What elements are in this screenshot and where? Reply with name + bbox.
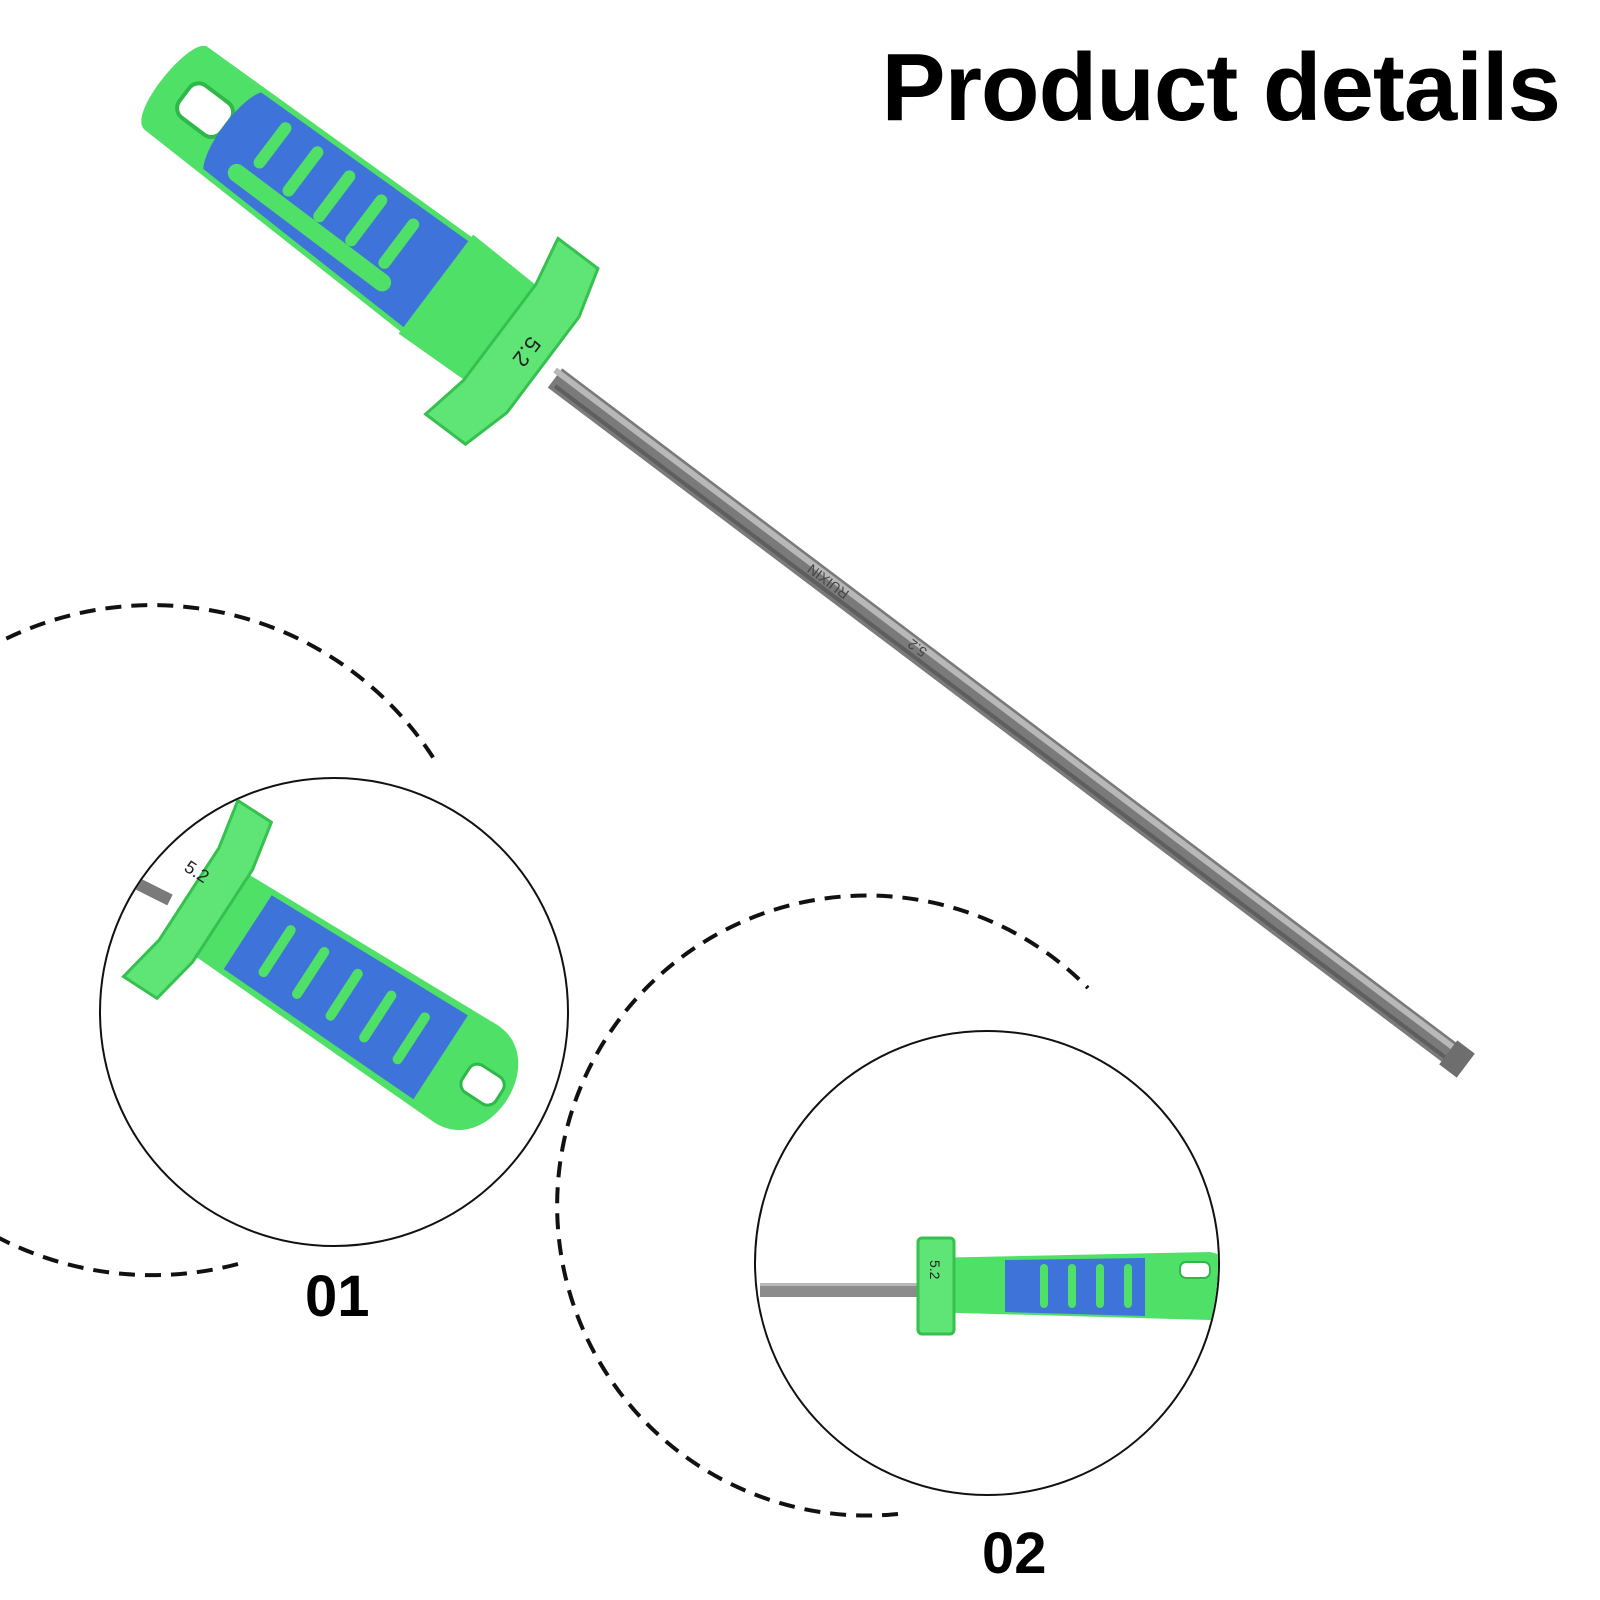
- file-rod: [547, 367, 1475, 1078]
- detail-02-handle-marking: 5.2: [927, 1260, 943, 1280]
- detail-02-label: 02: [982, 1521, 1047, 1586]
- page-title: Product details: [881, 34, 1561, 141]
- handle-guard: [423, 236, 600, 447]
- detail-01-callout: 5.2: [0, 603, 569, 1278]
- main-file-tool: RUIXIN 5.2: [141, 45, 1475, 1078]
- detail-02-image: 5.2: [760, 1236, 1218, 1336]
- detail-01-label: 01: [305, 1264, 370, 1329]
- detail-02-callout: 5.2: [555, 893, 1220, 1518]
- file-handle: [141, 45, 600, 447]
